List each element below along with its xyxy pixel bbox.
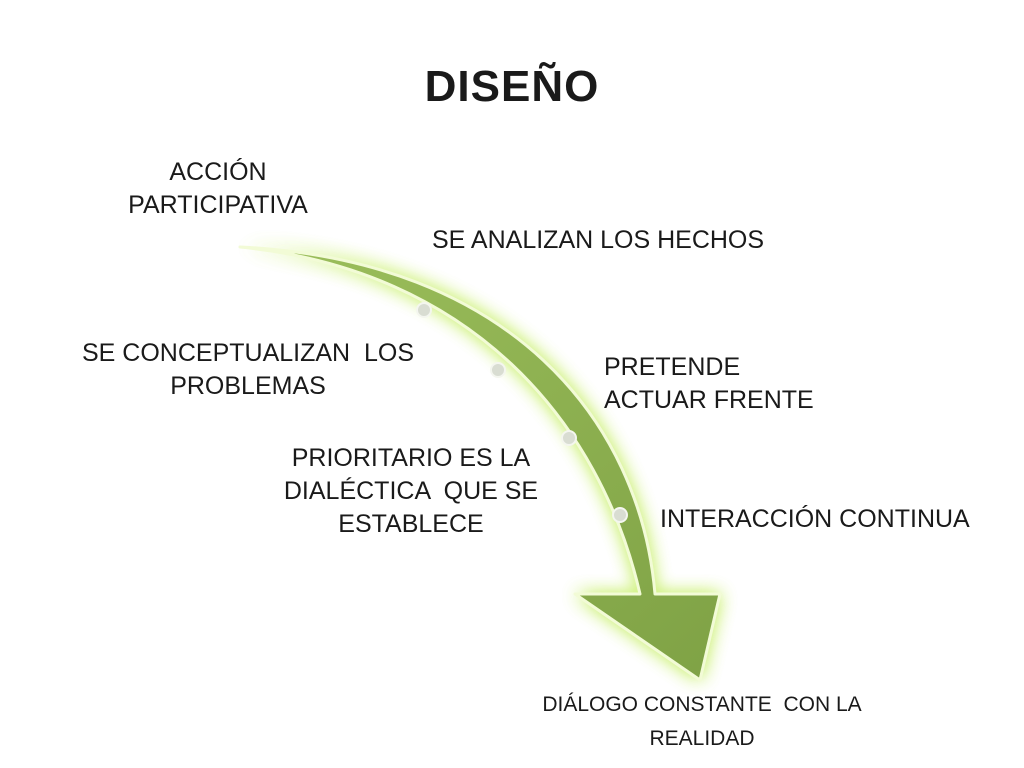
label-dialogo-constante: DIÁLOGO CONSTANTE CON LA REALIDAD [504, 688, 900, 756]
step-dot-1 [416, 302, 432, 318]
label-line: PARTICIPATIVA [128, 191, 308, 219]
label-pretende-actuar-frente: PRETENDE ACTUAR FRENTE [604, 351, 814, 417]
label-line: PROBLEMAS [170, 372, 326, 400]
step-dot-3 [561, 430, 577, 446]
label-interaccion-continua: INTERACCIÓN CONTINUA [660, 505, 970, 533]
label-line: REALIDAD [649, 727, 755, 750]
label-line: SE CONCEPTUALIZAN LOS [81, 339, 415, 367]
label-prioritario-dialectica: PRIORITARIO ES LA DIALÉCTICA QUE SE ESTA… [262, 442, 560, 541]
step-dot-2 [490, 362, 506, 378]
label-line: ESTABLECE [338, 510, 484, 538]
label-accion-participativa: ACCIÓN PARTICIPATIVA [100, 156, 336, 222]
label-line: ACTUAR FRENTE [604, 386, 814, 414]
label-line: PRETENDE [604, 353, 741, 381]
label-line: DIÁLOGO CONSTANTE CON LA [542, 693, 862, 716]
label-line: ACCIÓN [169, 158, 267, 186]
step-dot-4 [612, 507, 628, 523]
label-line: PRIORITARIO ES LA [291, 444, 531, 472]
label-se-conceptualizan: SE CONCEPTUALIZAN LOS PROBLEMAS [60, 337, 436, 403]
label-se-analizan-los-hechos: SE ANALIZAN LOS HECHOS [432, 226, 765, 254]
page-title: DISEÑO [424, 62, 600, 111]
arrow-body [238, 245, 722, 682]
label-line: DIALÉCTICA QUE SE [283, 477, 539, 505]
